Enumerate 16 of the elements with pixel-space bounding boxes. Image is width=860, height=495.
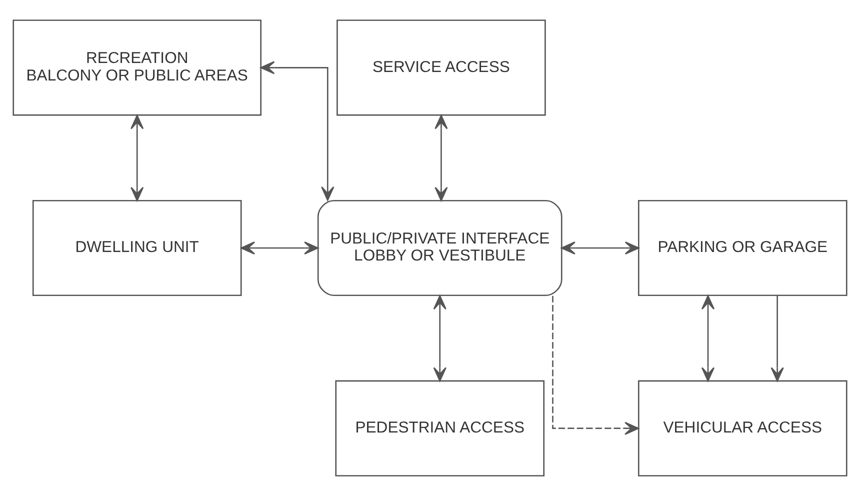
node-box: DWELLING UNIT — [32, 199, 242, 296]
arrow — [701, 294, 715, 382]
node-box: PARKING OR GARAGE — [638, 199, 848, 296]
node-box: RECREATION BALCONY OR PUBLIC AREAS — [12, 19, 262, 116]
arrow — [561, 240, 640, 254]
node-box: VEHICULAR ACCESS — [638, 380, 848, 476]
arrow — [434, 114, 448, 201]
arrow — [433, 294, 446, 382]
node-box: PUBLIC/PRIVATE INTERFACE LOBBY OR VESTIBULE — [317, 199, 562, 296]
arrow — [130, 114, 144, 201]
node-box: SERVICE ACCESS — [336, 19, 546, 116]
arrow — [260, 60, 334, 200]
arrow — [552, 295, 639, 434]
arrow — [240, 240, 318, 254]
arrow — [770, 295, 784, 382]
node-box: PEDESTRIAN ACCESS — [335, 380, 545, 476]
